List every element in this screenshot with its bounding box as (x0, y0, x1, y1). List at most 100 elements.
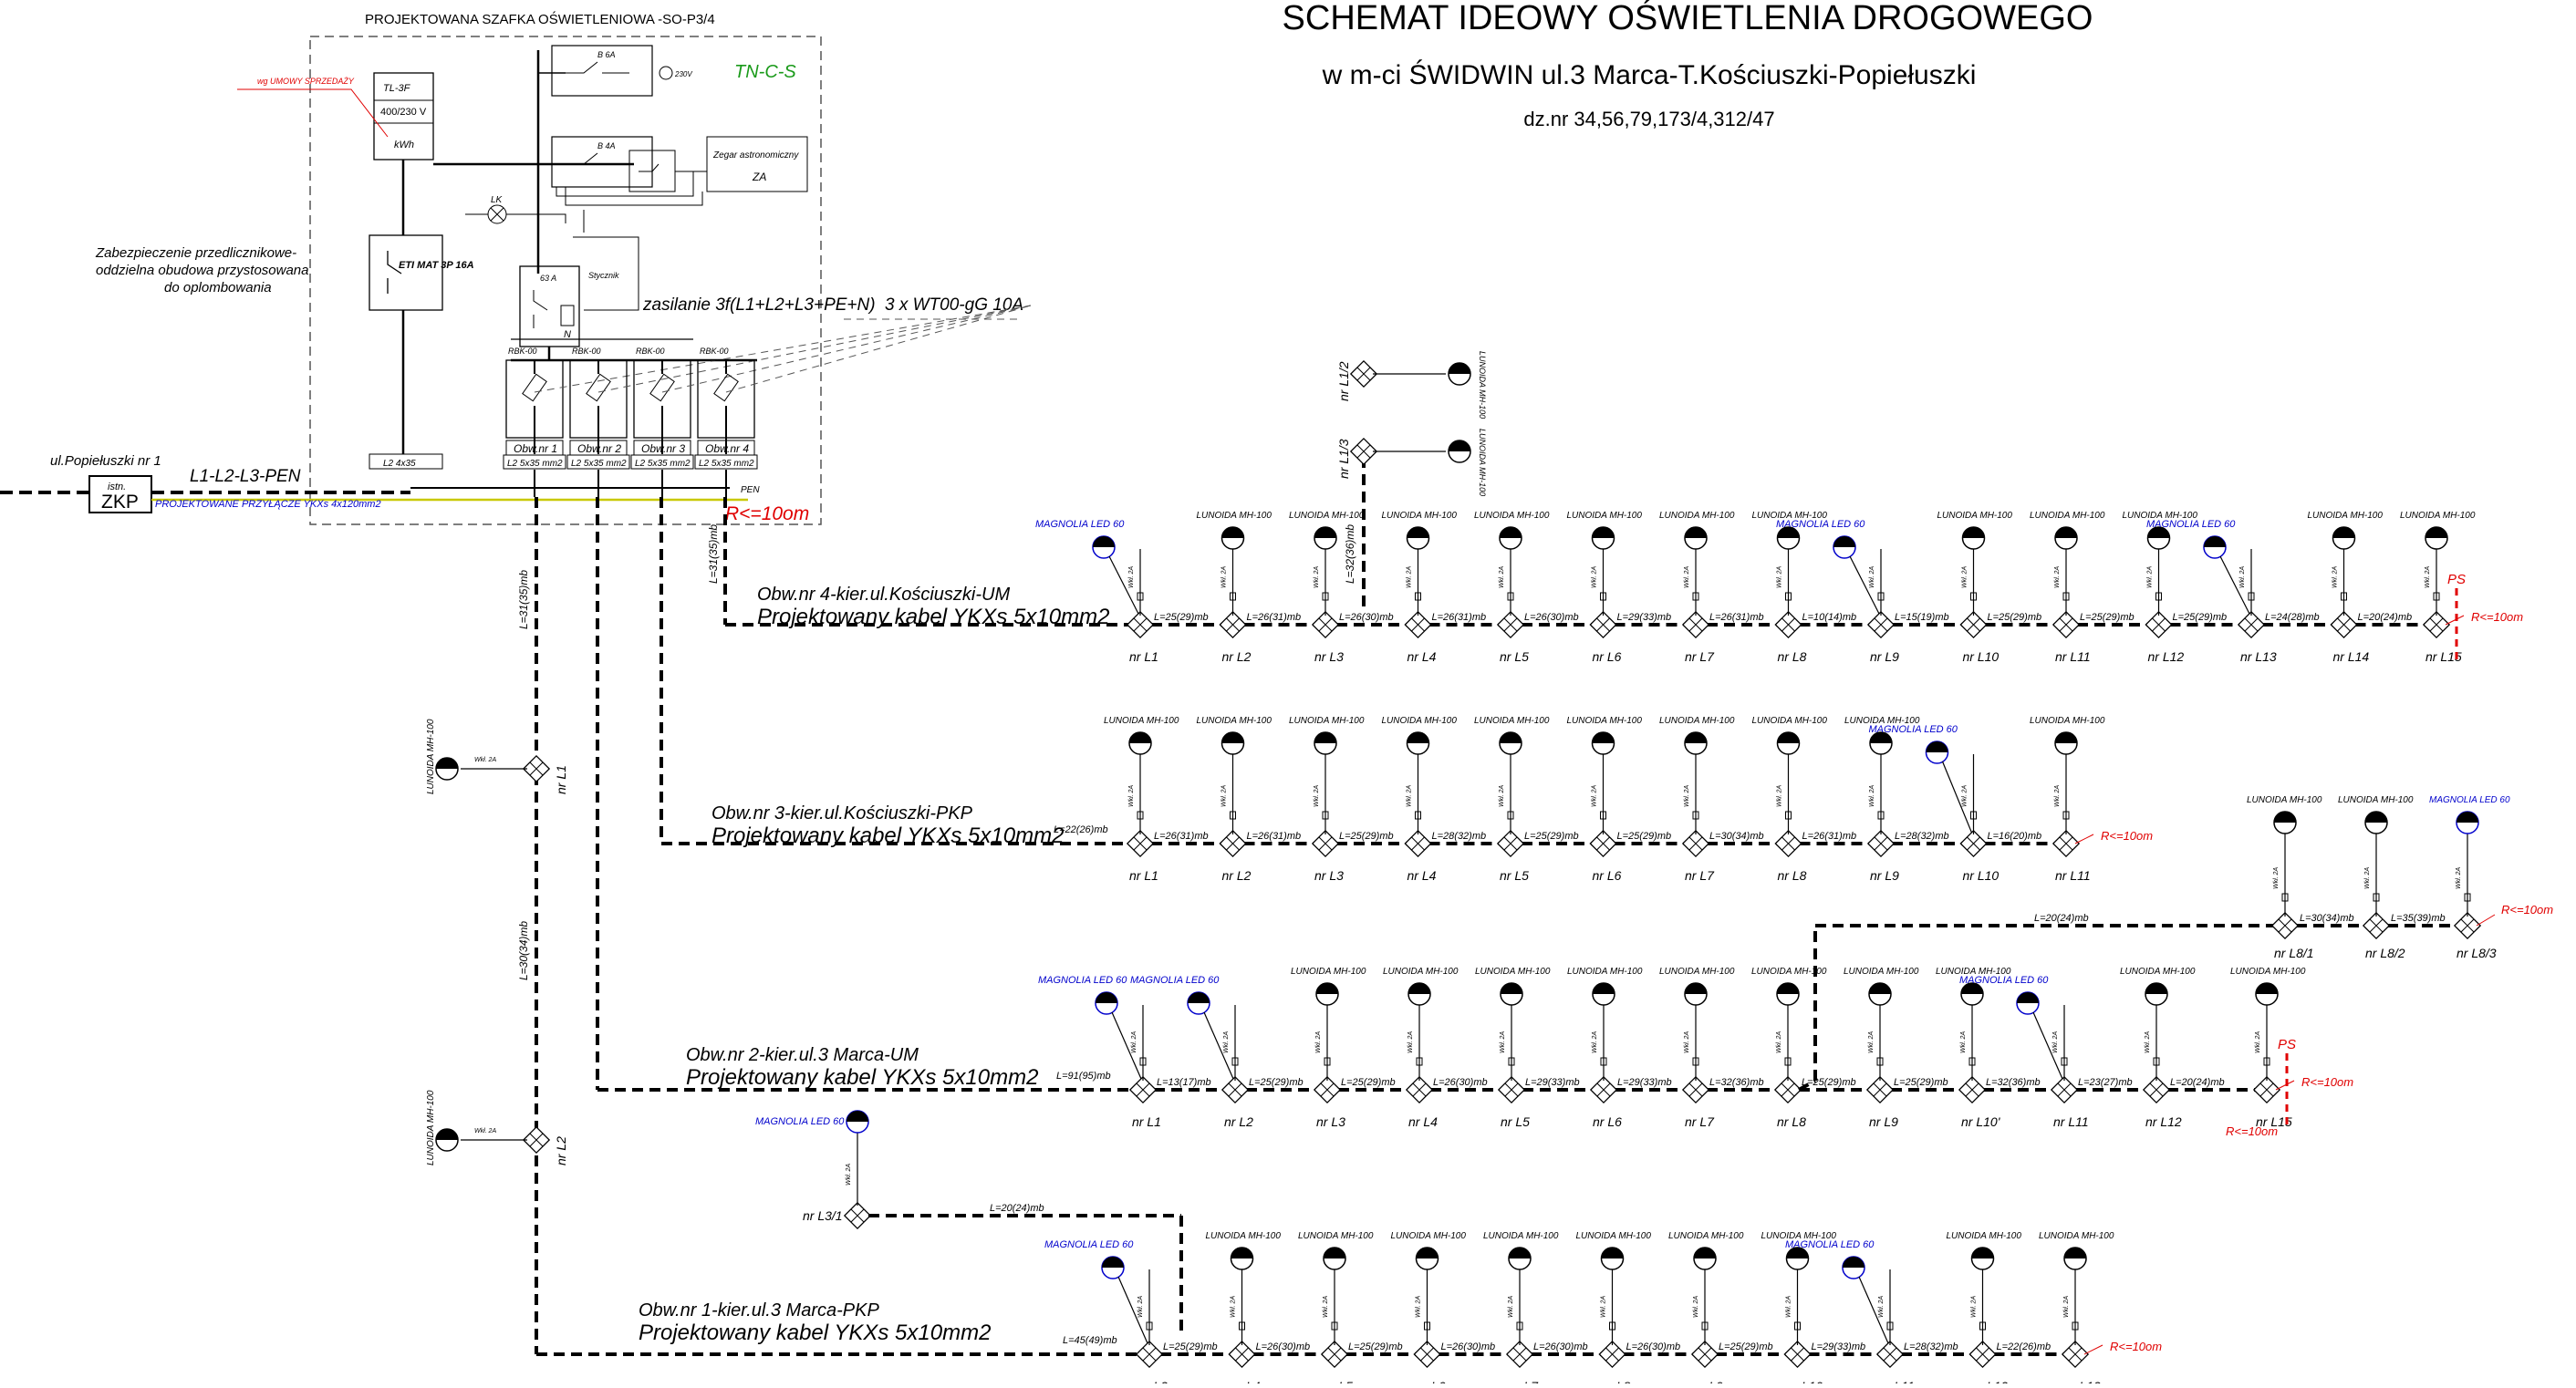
pole-fuse-icon (1146, 1321, 1153, 1331)
pole-fuse-icon (1416, 1057, 1423, 1066)
luminaire-type: LUNOIDA MH-100 (1478, 351, 1487, 419)
pole-fuse-icon (1415, 592, 1421, 601)
luminaire-type: LUNOIDA MH-100 (1937, 511, 2013, 521)
luminaire-shade-icon (1093, 536, 1115, 547)
luminaire-shade-icon (1316, 983, 1338, 994)
feed-length: L=20(24)mb (2034, 913, 2089, 924)
fuse-label: Wkł. 2A (1777, 785, 1783, 807)
pole-cross-icon (2059, 617, 2073, 632)
span-length: L=23(27)mb (2078, 1077, 2133, 1088)
pole-cross-icon (1596, 836, 1610, 851)
pole-label: nr L5 (1500, 868, 1529, 883)
fuse-label: Wkł. 2A (2425, 566, 2431, 588)
fuse-label: Wkł. 2A (2332, 566, 2339, 588)
luminaire-type: LUNOIDA MH-100 (2120, 967, 2196, 977)
fuse-label: Wkł. 2A (1868, 1031, 1875, 1053)
pole-fuse-icon (1139, 1057, 1147, 1066)
pole-label: nr L13 (2240, 649, 2277, 664)
pole-label: nr L15 (2256, 1114, 2292, 1129)
fuse-label: Wkł. 2A (1592, 1031, 1598, 1053)
span-length: L=26(30)mb (1339, 612, 1394, 623)
luminaire-shade-icon (2064, 1248, 2086, 1259)
grounding-icon (2074, 834, 2094, 844)
luminaire-shade-icon (2017, 992, 2039, 1003)
pre-meter-note-2: oddzielna obudowa przystosowana (96, 263, 309, 278)
lamp-label: LK (491, 195, 504, 205)
pole-label: nr L4 (1407, 649, 1437, 664)
pole-cross-icon (2259, 1082, 2274, 1097)
luminaire-shade-icon (1962, 527, 1985, 538)
pole-fuse-icon (1424, 1321, 1430, 1331)
span-length: L=25(29)mb (1341, 1077, 1396, 1088)
luminaire-shade-icon (1971, 1248, 1994, 1259)
circuit-cable-box (694, 454, 758, 470)
luminaire-type: MAGNOLIA LED 60 (1959, 975, 2049, 986)
luminaire-shade-icon (2055, 732, 2077, 743)
clock-code: ZA (752, 171, 766, 183)
fuse-label: Wkł. 2A (1500, 1031, 1506, 1053)
fuse-label: Wkł. 2A (1314, 566, 1320, 588)
fuses-label: 3 x WT00-gG 10A (885, 295, 1023, 315)
pole-fuse-icon (2341, 592, 2347, 601)
fuse-leader (534, 305, 1032, 393)
grounding-label: R<=10om (2301, 1075, 2353, 1089)
luminaire-arm (1941, 761, 1973, 834)
pole-cross-icon (529, 1133, 544, 1147)
luminaire-shade-icon (1500, 527, 1522, 538)
supply-phases: L1-L2-L3-PEN (190, 467, 301, 486)
cable-run (1798, 1079, 1816, 1092)
luminaire-shade-icon (1509, 1248, 1531, 1259)
span-length: L=30(34)mb (1709, 831, 1764, 842)
pole-label: nr L14 (2333, 649, 2370, 664)
pole-label: nr L15 (2425, 649, 2462, 664)
mcb-top-label: B 6A (597, 50, 616, 59)
pole-label: nr L11 (2053, 1114, 2089, 1129)
span-length: L=13(17)mb (1157, 1077, 1211, 1088)
span-length: L=24(28)mb (2265, 612, 2320, 623)
pole-fuse-icon (1785, 592, 1792, 601)
pole-label: nr L2 (1224, 1114, 1253, 1129)
clock-label: Zegar astronomiczny (712, 150, 799, 161)
pole-label: nr L2 (1222, 868, 1252, 883)
pole-cross-icon (1133, 617, 1148, 632)
grounding-icon (2476, 914, 2496, 927)
luminaire-type: MAGNOLIA LED 60 (1869, 724, 1958, 735)
luminaire-shade-icon (1314, 732, 1336, 743)
astronomical-clock (706, 136, 808, 192)
socket-label: 230V (674, 70, 692, 78)
fuse-label: Wkł. 2A (2147, 566, 2154, 588)
mcb-mid (551, 136, 653, 188)
socket-icon (659, 66, 673, 80)
luminaire-shade-icon (1843, 1257, 1864, 1268)
luminaire-type: LUNOIDA MH-100 (2123, 511, 2198, 521)
luminaire-type: MAGNOLIA LED 60 (1776, 519, 1865, 530)
luminaire-type: MAGNOLIA LED 60 (1035, 519, 1125, 530)
circuit-name: Obw.nr 2 (577, 442, 621, 455)
pole-cross-icon (2460, 918, 2475, 933)
fuse-label: Wkł. 2A (1221, 566, 1228, 588)
meter-note: wg UMOWY SPRZEDAŻY (257, 77, 355, 86)
span-length: L=25(29)mb (1249, 1077, 1304, 1088)
fuse-label: Wkł. 2A (1407, 566, 1413, 588)
luminaire-type: LUNOIDA MH-100 (1383, 967, 1459, 977)
luminaire-type: LUNOIDA MH-100 (1761, 1231, 1837, 1241)
supply-label: zasilanie 3f(L1+L2+L3+PE+N) (642, 295, 876, 315)
pole-fuse-icon (1331, 1321, 1338, 1331)
span-length: L=29(33)mb (1617, 612, 1672, 623)
pre-meter-note-3: do oplombowania (164, 280, 272, 295)
feeder-length: L=31(35)mb (707, 524, 720, 584)
pole-label: nr L8/3 (2457, 946, 2497, 960)
pole-label: nr L10 (1787, 1379, 1823, 1383)
cable-spec: Projektowany kabel YKXs 5x10mm2 (639, 1321, 991, 1345)
luminaire-shade-icon (1449, 440, 1470, 451)
fuse-leader (725, 305, 1032, 393)
luminaire-type: LUNOIDA MH-100 (2400, 511, 2476, 521)
luminaire-shade-icon (1685, 527, 1707, 538)
grounding-icon (2445, 615, 2465, 626)
span-length: L=26(30)mb (1441, 1341, 1496, 1352)
luminaire-type: LUNOIDA MH-100 (1474, 716, 1550, 726)
fuse-label: Wkł. 2A (1592, 566, 1598, 588)
fuse-label: Wkł. 2A (1777, 566, 1783, 588)
pole-fuse-icon (1239, 1321, 1245, 1331)
